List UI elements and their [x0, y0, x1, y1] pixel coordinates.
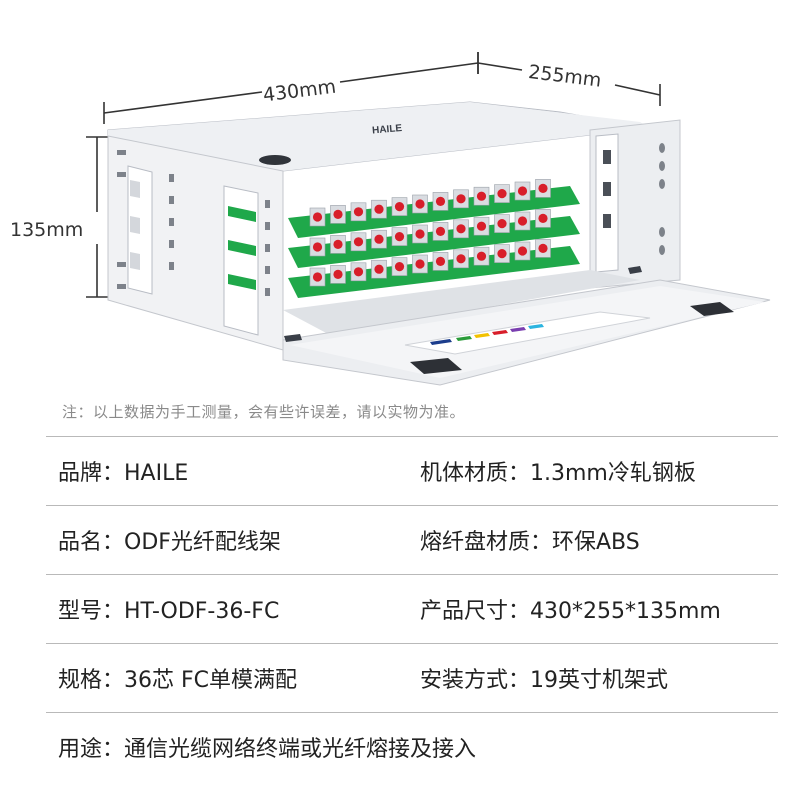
connector-dust-cap: [353, 237, 364, 247]
lid-brand-mark: HAILE: [372, 123, 403, 137]
connector-dust-cap: [333, 239, 343, 249]
spec-row-brand: 品牌：HAILE 机体材质：1.3mm冷轧钢板: [46, 436, 778, 505]
spec-usage: 用途：通信光缆网络终端或光纤熔接及接入: [58, 737, 477, 762]
connector-dust-cap: [517, 246, 528, 256]
spec-brand: 品牌：HAILE: [58, 461, 189, 486]
connector-dust-cap: [517, 216, 528, 226]
connector-dust-cap: [538, 243, 548, 253]
dimension-depth: [477, 52, 661, 106]
connector-dust-cap: [333, 209, 343, 219]
spec-specification: 规格：36芯 FC单模满配: [58, 668, 298, 693]
spec-tray-material: 熔纤盘材质：环保ABS: [420, 530, 640, 555]
height-label: 135mm: [10, 219, 83, 241]
connector-dust-cap: [517, 186, 528, 196]
spec-row-product-name: 品名：ODF光纤配线架 熔纤盘材质：环保ABS: [46, 505, 778, 574]
spec-product-size: 产品尺寸：430*255*135mm: [420, 599, 721, 624]
connector-dust-cap: [456, 254, 466, 264]
spec-mounting: 安装方式：19英寸机架式: [420, 668, 668, 693]
connector-dust-cap: [476, 191, 487, 201]
spec-body-material: 机体材质：1.3mm冷轧钢板: [420, 461, 696, 486]
depth-label: 255mm: [527, 61, 602, 92]
connector-dust-cap: [415, 199, 425, 209]
spec-model: 型号：HT-ODF-36-FC: [58, 599, 280, 624]
connector-dust-cap: [394, 232, 405, 242]
connector-dust-cap: [476, 221, 487, 231]
product-figure: 430mm 255mm 135mm HAILE: [10, 52, 771, 386]
connector-dust-cap: [476, 251, 487, 261]
connector-dust-cap: [374, 204, 384, 214]
connector-dust-cap: [394, 202, 405, 212]
connector-dust-cap: [415, 229, 425, 239]
connector-dust-cap: [456, 224, 466, 234]
connector-dust-cap: [312, 212, 323, 222]
adapter-panel: [288, 179, 580, 298]
connector-dust-cap: [333, 269, 343, 279]
connector-dust-cap: [497, 219, 507, 229]
connector-dust-cap: [538, 183, 548, 193]
connector-dust-cap: [374, 264, 384, 274]
connector-dust-cap: [435, 256, 446, 266]
connector-dust-cap: [394, 262, 405, 272]
width-label: 430mm: [262, 76, 337, 107]
spec-table: 品牌：HAILE 机体材质：1.3mm冷轧钢板 品名：ODF光纤配线架 熔纤盘材…: [46, 436, 778, 781]
connector-dust-cap: [538, 213, 548, 223]
connector-dust-cap: [497, 249, 507, 259]
connector-dust-cap: [497, 189, 507, 199]
spec-row-specification: 规格：36芯 FC单模满配 安装方式：19英寸机架式: [46, 643, 778, 712]
connector-dust-cap: [353, 267, 364, 277]
spec-row-usage: 用途：通信光缆网络终端或光纤熔接及接入: [46, 712, 778, 781]
spec-row-model: 型号：HT-ODF-36-FC 产品尺寸：430*255*135mm: [46, 574, 778, 643]
connector-dust-cap: [374, 234, 384, 244]
connector-dust-cap: [435, 196, 446, 206]
connector-dust-cap: [415, 259, 425, 269]
connector-dust-cap: [353, 207, 364, 217]
connector-dust-cap: [312, 272, 323, 282]
chassis: HAILE: [107, 101, 771, 386]
connector-dust-cap: [312, 242, 323, 252]
connector-dust-cap: [456, 194, 466, 204]
spec-product-name: 品名：ODF光纤配线架: [58, 530, 281, 555]
connector-dust-cap: [435, 226, 446, 236]
measurement-note: 注：以上数据为手工测量，会有些许误差，请以实物为准。: [62, 403, 466, 421]
dimension-height: [86, 136, 108, 298]
